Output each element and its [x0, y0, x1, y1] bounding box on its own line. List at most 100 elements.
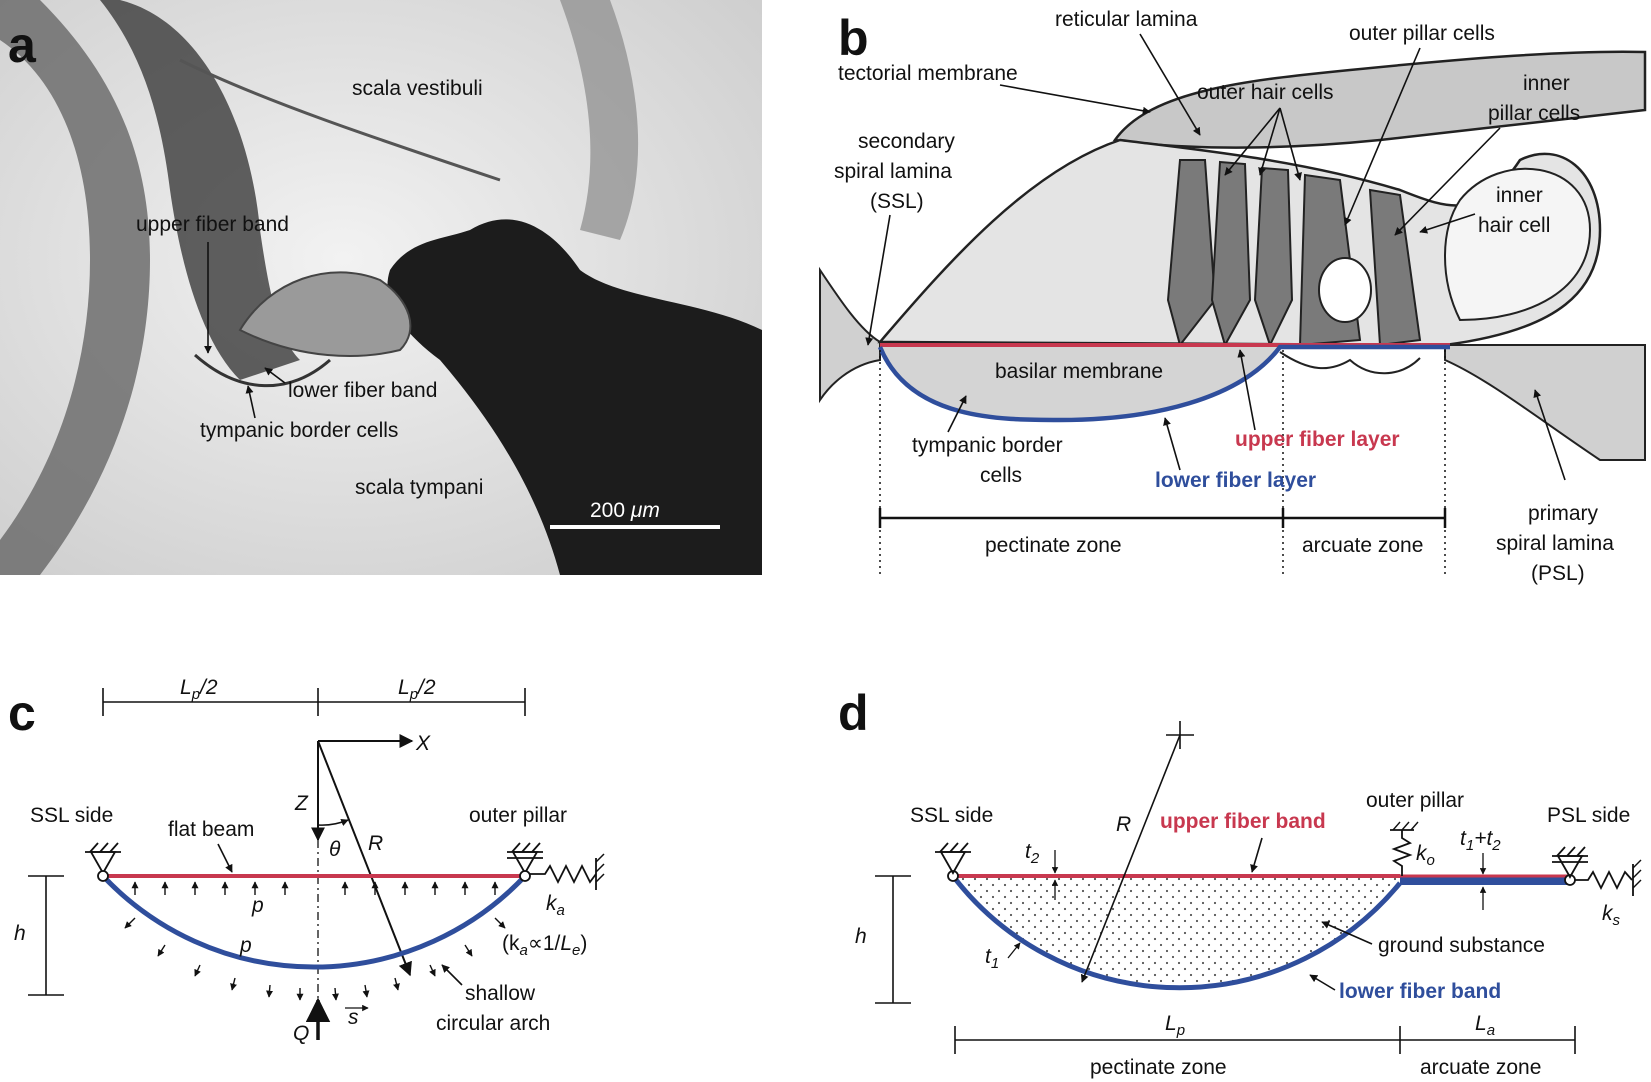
- label-tectorial-membrane: tectorial membrane: [838, 62, 1018, 85]
- label-q: Q: [293, 1022, 309, 1045]
- label-p-lower: p: [239, 934, 252, 957]
- radius-line-d: [1080, 734, 1181, 983]
- hinge-ssl-d: [947, 870, 959, 882]
- label-pectinate-zone-b: pectinate zone: [985, 534, 1122, 557]
- basilar-membrane-micro: [194, 353, 331, 388]
- spring-ks-hatch-2: [1632, 869, 1642, 879]
- label-ko: ko: [1416, 842, 1435, 869]
- label-radius-c: R: [368, 832, 383, 855]
- label-psl-side: PSL side: [1547, 804, 1630, 827]
- label-pectinate-zone-d: pectinate zone: [1090, 1056, 1227, 1079]
- label-z-axis: Z: [294, 792, 309, 815]
- arrow-ground-substance: [1321, 921, 1373, 945]
- label-ground-substance: ground substance: [1378, 934, 1545, 957]
- psl-bone: [1444, 344, 1646, 461]
- label-tympanic-l1: tympanic border: [912, 434, 1063, 457]
- spring-ko-hatch-3: [1410, 821, 1419, 831]
- label-basilar-membrane: basilar membrane: [995, 360, 1163, 383]
- label-half-span-left: Lp/2: [180, 676, 218, 703]
- spring-ka-hatch-2: [595, 863, 605, 873]
- label-height-d: h: [855, 925, 867, 948]
- radius-line: [317, 740, 412, 977]
- label-psl-l3: (PSL): [1531, 562, 1585, 585]
- label-flat-beam: flat beam: [168, 818, 254, 841]
- label-outer-pillar-c: outer pillar: [469, 804, 567, 827]
- spring-ks: [1575, 869, 1633, 891]
- label-ssl-l1: secondary: [858, 130, 955, 153]
- arrow-ssl: [865, 214, 891, 346]
- spring-ks-hatch-3: [1632, 879, 1642, 889]
- label-ssl-l2: spiral lamina: [834, 160, 952, 183]
- label-ssl-side-c: SSL side: [30, 804, 113, 827]
- panel-b: b reticular lamina: [819, 8, 1647, 585]
- label-s: s: [348, 1006, 359, 1029]
- pressure-arrows-arch: [124, 917, 506, 1001]
- label-ks: ks: [1602, 902, 1621, 929]
- label-ka-relation: (ka∝1/Le): [502, 932, 587, 959]
- hinge-ssl: [97, 870, 109, 882]
- label-upper-fiber-band-d: upper fiber band: [1160, 810, 1326, 833]
- arrow-lower-fiber-layer: [1163, 417, 1181, 471]
- t1-arrow: [1007, 942, 1021, 959]
- label-upper-fiber-band: upper fiber band: [136, 213, 289, 236]
- basilar-membrane-shape: [880, 345, 1280, 420]
- arrow-ohc-1: [1224, 107, 1281, 176]
- label-x-axis: X: [415, 732, 431, 755]
- inner-pillar-shape: [1368, 188, 1422, 347]
- label-t1t2: t1+t2: [1460, 827, 1501, 854]
- spring-ka: [530, 863, 597, 885]
- arrow-inner-pillar: [1394, 127, 1501, 236]
- label-ka: ka: [546, 892, 565, 919]
- label-la: La: [1475, 1012, 1495, 1039]
- label-theta: θ: [329, 838, 341, 861]
- reissner-membrane: [179, 58, 501, 182]
- arrow-upper-fiber-layer: [1237, 349, 1256, 431]
- label-t1: t1: [985, 945, 999, 972]
- arrow-ohc-2: [1258, 107, 1281, 176]
- arrow-outer-pillar-cells: [1344, 47, 1421, 226]
- arrow-tympanic-border-cells-a: [245, 385, 256, 419]
- support-outer-pillar-c: [507, 842, 543, 875]
- label-radius-d: R: [1116, 813, 1131, 836]
- bony-right-wall: [560, 0, 639, 240]
- spiral-ligament: [100, 0, 300, 380]
- lower-fiber-band-arch: [951, 874, 1402, 991]
- label-t2: t2: [1025, 840, 1040, 867]
- label-p-upper: p: [251, 894, 264, 917]
- label-outer-pillar-d: outer pillar: [1366, 789, 1464, 812]
- label-lower-fiber-band-d: lower fiber band: [1339, 980, 1501, 1003]
- spring-ko-hatch-2: [1401, 821, 1410, 831]
- arcuate-bumps: [1279, 351, 1421, 375]
- label-height-c: h: [14, 922, 26, 945]
- panel-b-letter: b: [838, 10, 869, 66]
- tectorial-membrane-shape: [1112, 50, 1647, 149]
- label-outer-pillar-cells: outer pillar cells: [1349, 22, 1495, 45]
- support-ssl-d: [935, 842, 971, 875]
- theta-arc: [317, 819, 349, 826]
- arrow-reticular-lamina: [1139, 33, 1201, 136]
- panel-a: a scala vestibuli upper fiber band lower…: [0, 0, 762, 575]
- ssl-bone: [819, 266, 881, 404]
- label-half-span-right: Lp/2: [398, 676, 436, 703]
- panel-c-letter: c: [8, 685, 36, 741]
- panel-c: c Lp/2 Lp/2 X Z θ R: [8, 676, 605, 1045]
- label-psl-l1: primary: [1528, 502, 1599, 525]
- arrow-inner-hair: [1419, 213, 1476, 234]
- panel-d-letter: d: [838, 685, 869, 741]
- label-ssl-l3: (SSL): [870, 190, 924, 213]
- spring-ko-hatch-1: [1392, 821, 1401, 831]
- label-scala-vestibuli: scala vestibuli: [352, 77, 483, 100]
- spring-ks-hatch-1: [1632, 859, 1642, 869]
- arrow-tympanic-b: [947, 395, 967, 433]
- label-arcuate-zone-d: arcuate zone: [1420, 1056, 1541, 1079]
- arrow-shallow-arch: [441, 964, 463, 986]
- spring-ka-hatch-1: [595, 853, 605, 863]
- spring-ka-hatch-3: [595, 873, 605, 883]
- label-ssl-side-d: SSL side: [910, 804, 993, 827]
- shallow-circular-arch: [101, 874, 527, 970]
- label-outer-hair-cells: outer hair cells: [1197, 81, 1334, 104]
- tunnel-of-corti: [1318, 257, 1372, 323]
- organ-of-corti: [238, 271, 412, 357]
- support-ssl: [85, 842, 121, 875]
